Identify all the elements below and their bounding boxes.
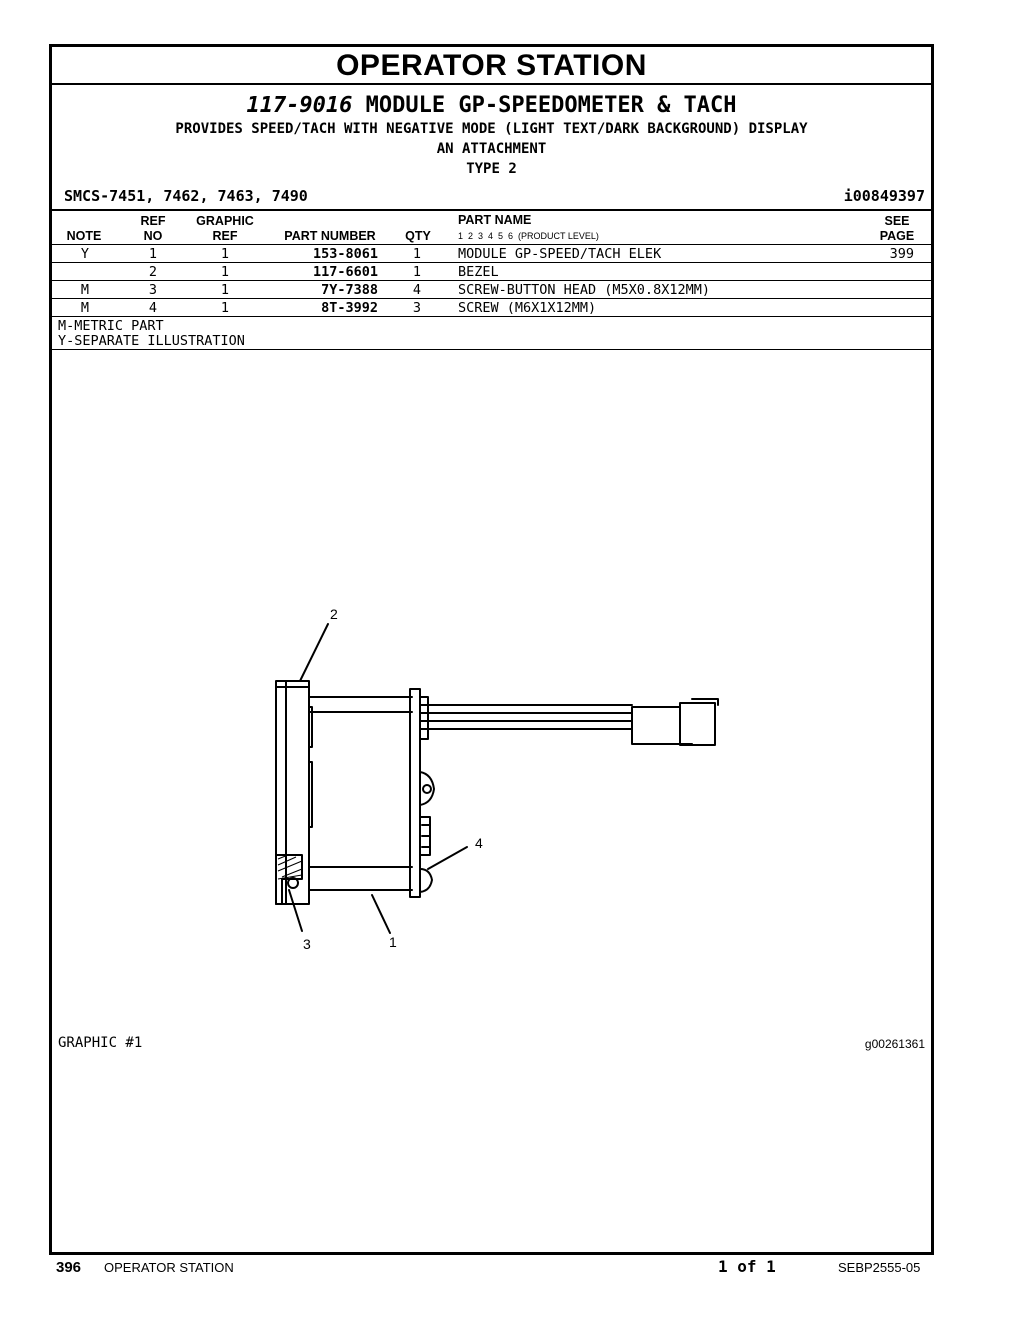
cell-graphic: 1 [220,264,230,280]
type-label: TYPE 2 [466,161,517,177]
table-row: 2 1 117-6601 1 BEZEL [52,263,931,281]
page-frame: OPERATOR STATION 117-9016 MODULE GP-SPEE… [49,44,934,1255]
note-separate: Y-SEPARATE ILLUSTRATION [58,333,245,349]
note-metric: M-METRIC PART [58,318,164,334]
leader-4 [427,846,468,870]
boss [419,771,435,806]
cell-graphic: 1 [220,246,230,262]
cell-qty: 4 [412,282,422,298]
callout-2: 2 [330,606,338,622]
graphic-id: g00261361 [864,1037,925,1051]
header-graphic-bottom: REF [212,229,238,243]
hatch [277,854,303,880]
header-part-name: PART NAME [458,213,532,227]
cell-see-page: 399 [889,246,914,262]
header-rule [52,244,931,245]
row-rule [52,280,931,281]
notes-block: M-METRIC PART Y-SEPARATE ILLUSTRATION [58,319,245,349]
footer-section: OPERATOR STATION [104,1260,234,1275]
heading-part-title: MODULE GP-SPEEDOMETER & TACH [365,93,737,118]
cell-qty: 1 [412,246,422,262]
row-rule [52,316,931,317]
callout-4: 4 [475,835,483,851]
cell-part-name: MODULE GP-SPEED/TACH ELEK [458,246,662,262]
part-heading: 117-9016 MODULE GP-SPEEDOMETER & TACH [52,93,931,118]
screw-section [275,854,303,905]
cell-note: Y [80,246,90,262]
header-see-bottom: PAGE [879,229,915,243]
cell-note: M [80,282,90,298]
bezel [275,680,310,905]
leader-2 [299,623,329,682]
cell-part-number: 153-8061 [312,246,378,262]
page-title: OPERATOR STATION [52,47,931,85]
cell-ref: 2 [148,264,158,280]
row-rule [52,262,931,263]
cell-part-number: 117-6601 [312,264,378,280]
cell-part-number: 8T-3992 [321,300,378,316]
header-note: NOTE [66,229,102,243]
cell-ref: 1 [148,246,158,262]
leader-1 [371,894,391,934]
cell-note: M [80,300,90,316]
parts-illustration: 2 4 3 1 [275,606,719,952]
cell-ref: 3 [148,282,158,298]
attachment-label: AN ATTACHMENT [436,141,547,157]
header-ref-bottom: NO [143,229,163,243]
header-qty: QTY [405,229,431,243]
cell-qty: 3 [412,300,422,316]
heading-part-number: 117-9016 [246,93,353,118]
header-part-number: PART NUMBER [284,229,376,243]
illustration-id: i00849397 [843,187,925,205]
callout-1: 1 [389,934,397,950]
cell-part-name: BEZEL [458,264,499,280]
cell-graphic: 1 [220,282,230,298]
header-see-top: SEE [884,214,910,228]
cell-part-name: SCREW (M6X1X12MM) [458,300,597,316]
screw-head [419,868,433,893]
row-rule [52,298,931,299]
table-top-rule [52,209,931,211]
table-row: M 3 1 7Y-7388 4 SCREW-BUTTON HEAD (M5X0.… [52,281,931,299]
cell-graphic: 1 [220,300,230,316]
leader-3 [288,889,303,932]
part-description: PROVIDES SPEED/TACH WITH NEGATIVE MODE (… [175,121,808,137]
table-row: M 4 1 8T-3992 3 SCREW (M6X1X12MM) [52,299,931,317]
page-number: 396 [56,1259,82,1276]
table-row: Y 1 1 153-8061 1 MODULE GP-SPEED/TACH EL… [52,245,931,263]
graphic-label: GRAPHIC #1 [58,1035,143,1051]
callout-3: 3 [303,936,311,952]
document-id: SEBP2555-05 [838,1260,921,1275]
cell-part-number: 7Y-7388 [321,282,378,298]
cell-ref: 4 [148,300,158,316]
header-graphic-top: GRAPHIC [196,214,254,228]
notes-rule [52,349,931,350]
connector-body [631,706,681,745]
smcs-codes: SMCS-7451, 7462, 7463, 7490 [64,187,308,205]
page-of-indicator: 1 of 1 [718,1257,776,1276]
header-product-levels: 1 2 3 4 5 6 (PRODUCT LEVEL) [458,231,599,241]
cell-qty: 1 [412,264,422,280]
header-ref-top: REF [140,214,166,228]
cell-part-name: SCREW-BUTTON HEAD (M5X0.8X12MM) [458,282,710,298]
